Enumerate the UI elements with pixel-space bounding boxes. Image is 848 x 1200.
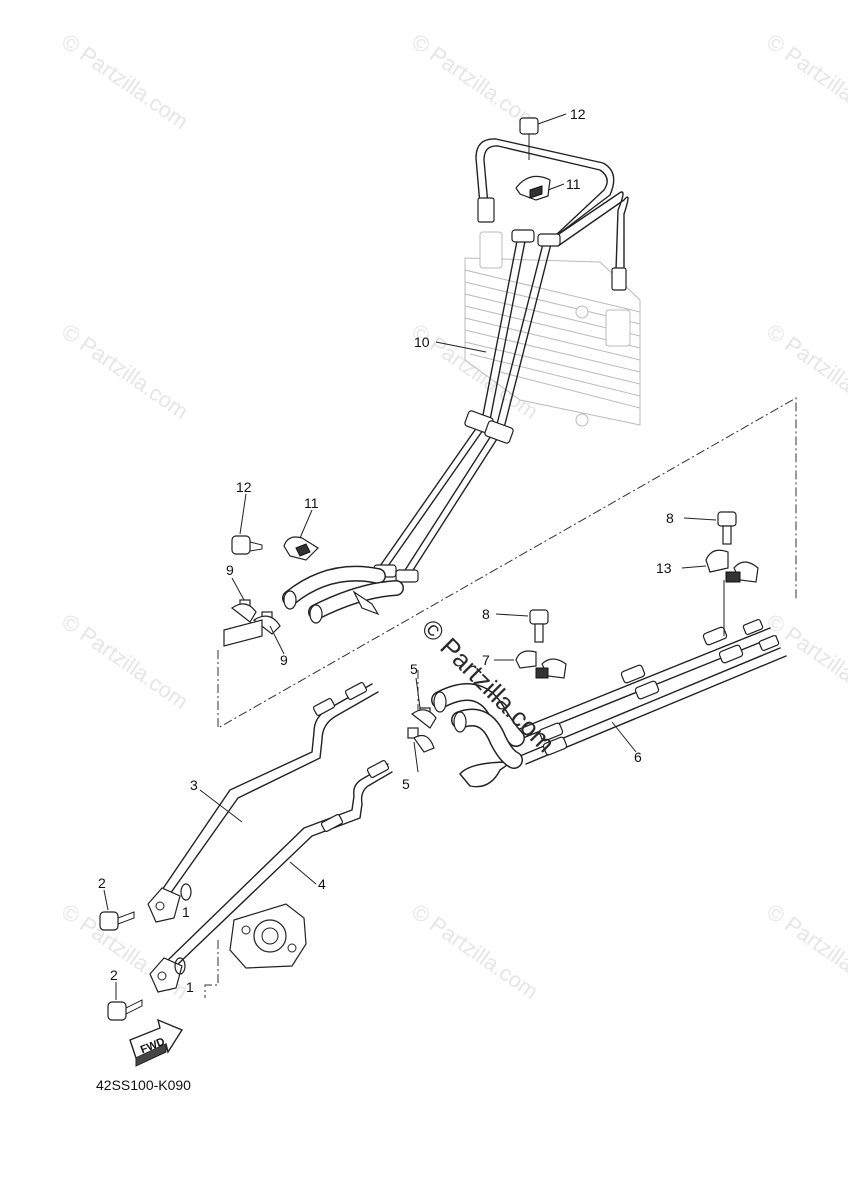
pipe-4 [167,759,393,967]
callout-11: 11 [566,176,581,192]
bolt-8-center [529,609,549,643]
watermark: © Partzilla.com [762,319,848,425]
bolt-2-upper [99,911,135,931]
pipes-6 [459,618,787,788]
bolt-12-left [231,535,263,555]
watermark: © Partzilla.com [57,609,193,715]
callout-12: 12 [570,106,586,122]
o-ring-upper [180,883,192,901]
callout-11: 11 [304,495,319,511]
callout-7: 7 [482,652,490,668]
clamp-7 [515,650,567,679]
callout-1: 1 [186,979,194,995]
callout-13: 13 [656,560,672,576]
callout-3: 3 [190,777,198,793]
pipe-3 [161,681,379,895]
upper-pipe-loop [475,138,629,291]
bolt-2-lower [107,999,143,1021]
hose-clamps-9 [223,599,281,647]
callout-9: 9 [226,562,234,578]
callout-5: 5 [410,661,418,677]
callout-1: 1 [182,904,190,920]
fwd-arrow: FWD [129,1018,184,1067]
engine-flange [229,903,307,969]
watermark: © Partzilla.com [762,29,848,135]
callout-9: 9 [280,652,288,668]
callout-2: 2 [98,875,106,891]
callouts: 12 11 10 12 11 9 9 8 13 8 7 5 5 6 3 4 2 … [98,106,674,995]
reference-outline [217,397,797,729]
o-ring-lower [174,957,186,975]
callout-4: 4 [318,876,326,892]
callout-10: 10 [414,334,430,350]
hose-clamps-5 [407,707,437,753]
watermark: © Partzilla.com [57,319,193,425]
clamp-11-top [515,175,551,201]
bolt-8-right [717,511,737,545]
leader-lines [103,113,717,1000]
watermark: © Partzilla.com [762,899,848,1005]
watermark: © Partzilla.com [57,29,193,135]
diagram-code: 42SS100-K090 [96,1077,191,1093]
center-hoses [431,683,525,769]
flange-lower [149,957,183,993]
clamp-13 [705,549,759,636]
callout-8: 8 [482,606,490,622]
clamp-11-left [283,536,319,561]
upper-hoses [282,565,404,624]
callout-12: 12 [236,479,252,495]
callout-6: 6 [634,749,642,765]
reference-line [204,940,219,998]
callout-2: 2 [110,967,118,983]
callout-5: 5 [402,776,410,792]
bolt-12-top [519,117,539,160]
flange-upper [147,887,181,923]
cooler-pipes [373,229,561,583]
oil-cooler [464,231,641,427]
watermark: © Partzilla.com [762,609,848,715]
callout-8: 8 [666,510,674,526]
watermark: © Partzilla.com [407,899,543,1005]
